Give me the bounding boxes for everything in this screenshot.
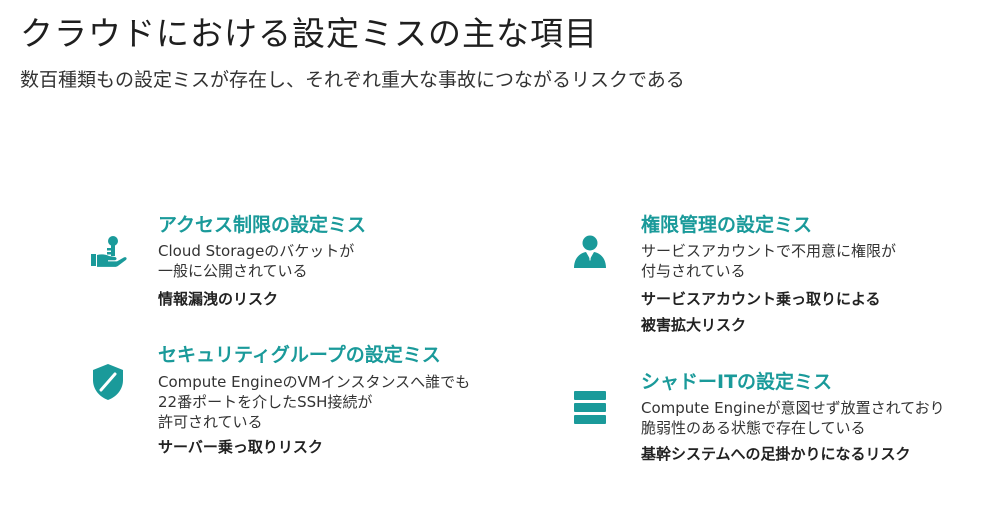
item-description: サービスアカウントで不用意に権限が 付与されている: [641, 241, 896, 281]
item-title: アクセス制限の設定ミス: [158, 214, 367, 236]
user-icon: [570, 232, 610, 272]
risk-line: 情報漏洩のリスク: [158, 290, 279, 308]
description-line: 許可されている: [158, 413, 263, 431]
item-description: Compute Engineが意図せず放置されており 脆弱性のある状態で存在して…: [641, 398, 945, 438]
item-description: Cloud Storageのバケットが 一般に公開されている: [158, 241, 354, 281]
description-line: サービスアカウントで不用意に権限が: [641, 242, 897, 260]
description-line: 付与されている: [641, 262, 746, 280]
risk-line: サーバー乗っ取りリスク: [158, 438, 323, 456]
description-line: 脆弱性のある状態で存在している: [641, 419, 866, 437]
item-title: セキュリティグループの設定ミス: [158, 344, 441, 366]
item-risk: 情報漏洩のリスク: [158, 286, 278, 312]
item-description: Compute EngineのVMインスタンスへ誰でも 22番ポートを介したSS…: [158, 372, 470, 432]
item-risk: サーバー乗っ取りリスク: [158, 434, 323, 460]
description-line: 一般に公開されている: [158, 262, 308, 280]
risk-line: 被害拡大リスク: [641, 316, 747, 334]
item-risk: サービスアカウント乗っ取りによる 被害拡大リスク: [641, 286, 881, 338]
item-title: シャドーITの設定ミス: [641, 371, 833, 393]
risk-line: 基幹システムへの足掛かりになるリスク: [641, 445, 911, 463]
description-line: Cloud Storageのバケットが: [158, 242, 355, 260]
hand-key-icon: [88, 232, 128, 272]
description-line: Compute EngineのVMインスタンスへ誰でも: [158, 373, 471, 391]
description-line: 22番ポートを介したSSH接続が: [158, 393, 373, 411]
page-title: クラウドにおける設定ミスの主な項目: [20, 14, 598, 53]
item-risk: 基幹システムへの足掛かりになるリスク: [641, 441, 911, 467]
server-icon: [570, 388, 610, 428]
description-line: Compute Engineが意図せず放置されており: [641, 399, 945, 417]
item-title: 権限管理の設定ミス: [641, 214, 813, 236]
page-subtitle: 数百種類もの設定ミスが存在し、それぞれ重大な事故につながるリスクである: [20, 69, 685, 91]
risk-line: サービスアカウント乗っ取りによる: [641, 290, 881, 308]
shield-icon: [88, 362, 128, 402]
